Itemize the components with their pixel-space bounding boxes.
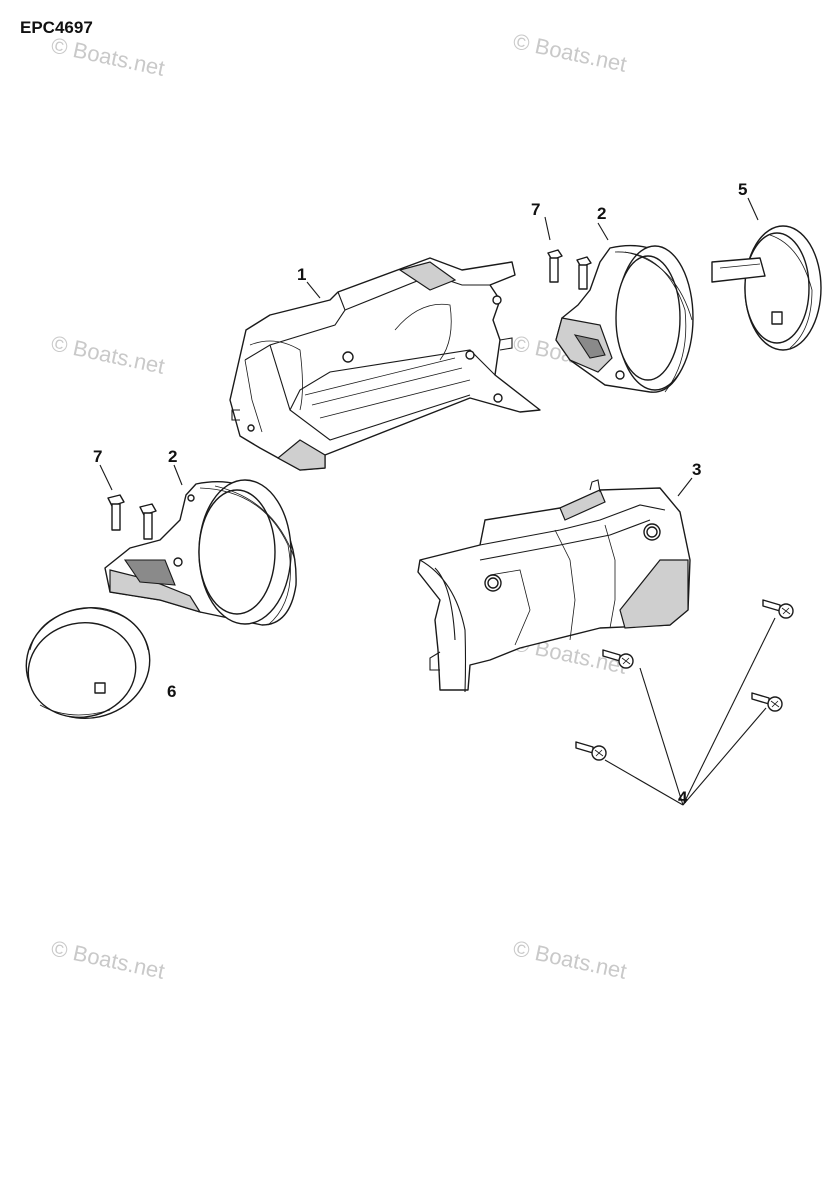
part-2-bracket-ring-lower <box>104 479 297 626</box>
callout-1: 1 <box>297 265 306 284</box>
callouts: 1 2 7 5 7 2 3 4 6 <box>93 180 747 807</box>
part-7-bolts-lower <box>107 494 157 540</box>
watermark: © Boats.net <box>49 32 167 80</box>
diagram-code: EPC4697 <box>20 18 93 37</box>
leader-lines <box>99 197 776 806</box>
callout-7-lower: 7 <box>93 447 102 466</box>
callout-4: 4 <box>678 788 688 807</box>
callout-2-lower: 2 <box>168 447 177 466</box>
watermark: © Boats.net <box>49 935 167 983</box>
part-7-bolts-upper <box>547 249 592 290</box>
callout-6: 6 <box>167 682 176 701</box>
part-2-bracket-ring-upper <box>555 244 694 393</box>
watermark: © Boats.net <box>511 28 629 76</box>
part-3-lower-cowl <box>417 479 691 693</box>
part-5-cap <box>711 225 822 351</box>
callout-3: 3 <box>692 460 701 479</box>
part-1-upper-housing <box>229 257 541 471</box>
part-6-ring <box>25 606 151 720</box>
callout-5: 5 <box>738 180 747 199</box>
part-4-screws <box>575 599 794 761</box>
watermark: © Boats.net <box>511 935 629 983</box>
watermark: © Boats.net <box>49 330 167 378</box>
callout-7-upper: 7 <box>531 200 540 219</box>
watermarks: © Boats.net © Boats.net © Boats.net © Bo… <box>49 28 629 983</box>
callout-2-upper: 2 <box>597 204 606 223</box>
